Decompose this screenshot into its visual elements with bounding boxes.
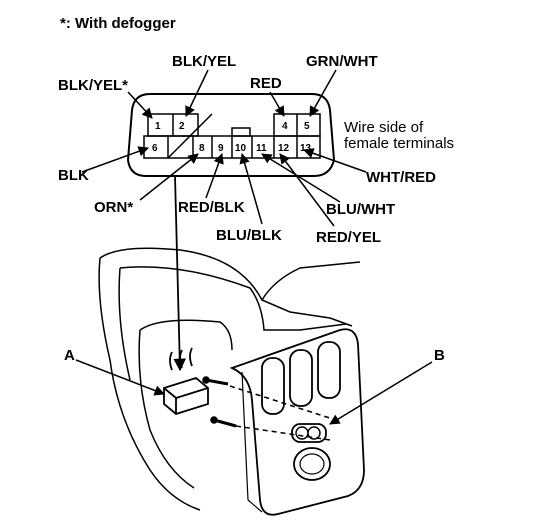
terminal-11: 11 — [256, 143, 267, 154]
leader-lines — [81, 69, 367, 227]
control-knob — [293, 447, 331, 481]
callout-a-leader — [75, 359, 165, 396]
leader-blk-yel — [185, 69, 209, 117]
label-blu-wht: BLU/WHT — [326, 201, 395, 218]
connector — [126, 93, 336, 177]
panel-opening-top — [139, 319, 233, 351]
terminal-10: 10 — [235, 143, 247, 154]
label-wht-red: WHT/RED — [366, 169, 436, 186]
leader-blk — [81, 146, 149, 173]
connector-housing — [126, 93, 336, 177]
terminal-5: 5 — [304, 121, 310, 132]
label-blu-blk: BLU/BLK — [216, 227, 282, 244]
part-a-body — [163, 376, 209, 416]
switch-slot-2 — [289, 349, 313, 407]
callout-b: B — [434, 347, 445, 364]
part-a-connector — [163, 347, 209, 416]
mirror-switch — [291, 423, 327, 443]
label-grn-wht: GRN/WHT — [306, 53, 378, 70]
dashboard-panel — [98, 247, 361, 511]
connector-note-line-1: Wire side of — [344, 119, 424, 136]
terminal-4: 4 — [282, 121, 288, 132]
leader-blu-blk — [239, 152, 263, 225]
panel-opening-left — [138, 329, 195, 489]
leader-blu-wht — [261, 153, 341, 203]
label-red-yel: RED/YEL — [316, 229, 381, 246]
label-blk-yel: BLK/YEL — [172, 53, 236, 70]
connector-note-line-2: female terminals — [344, 135, 454, 152]
terminal-8: 8 — [199, 143, 205, 154]
switch-slot-1 — [261, 357, 285, 415]
terminal-2: 2 — [179, 121, 185, 132]
label-orn-star: ORN* — [94, 199, 133, 216]
leader-red-yel — [279, 153, 335, 227]
empty-cavity-slash — [167, 113, 213, 159]
terminal-12: 12 — [278, 143, 290, 154]
switch-slot-3 — [317, 341, 341, 399]
switch-panel — [229, 328, 365, 516]
wire-labels: BLK/YEL* BLK/YEL RED GRN/WHT BLK ORN* RE… — [58, 53, 454, 246]
connector-to-part-arrow — [173, 175, 187, 372]
leader-grn-wht — [309, 69, 337, 117]
label-blk: BLK — [58, 167, 89, 184]
callout-b-leader — [329, 361, 433, 425]
part-a-wire-2 — [179, 349, 183, 369]
part-a-wire-1 — [169, 351, 173, 371]
label-blk-yel-star: BLK/YEL* — [58, 77, 128, 94]
leader-red — [269, 91, 285, 117]
switch-panel-body — [229, 328, 365, 516]
alignment-dashed-lower — [235, 425, 331, 441]
leader-wht-red — [303, 148, 367, 173]
panel-inner-edge — [119, 266, 347, 331]
leader-red-blk — [205, 153, 224, 199]
label-red: RED — [250, 75, 282, 92]
panel-left-edge — [98, 257, 201, 511]
terminal-1: 1 — [155, 121, 161, 132]
diagram-title: *: With defogger — [60, 15, 176, 32]
locking-tab — [231, 127, 251, 137]
part-a-wire-3 — [189, 347, 193, 367]
terminal-9: 9 — [218, 143, 224, 154]
leader-orn-star — [139, 153, 199, 201]
terminal-6: 6 — [152, 143, 158, 154]
panel-top-edge — [99, 247, 353, 327]
label-red-blk: RED/BLK — [178, 199, 245, 216]
leader-blk-yel-star — [127, 91, 153, 119]
callout-a: A — [64, 347, 75, 364]
screws — [202, 376, 337, 441]
alignment-dashed-upper — [229, 385, 337, 421]
screw-lower — [213, 418, 237, 428]
